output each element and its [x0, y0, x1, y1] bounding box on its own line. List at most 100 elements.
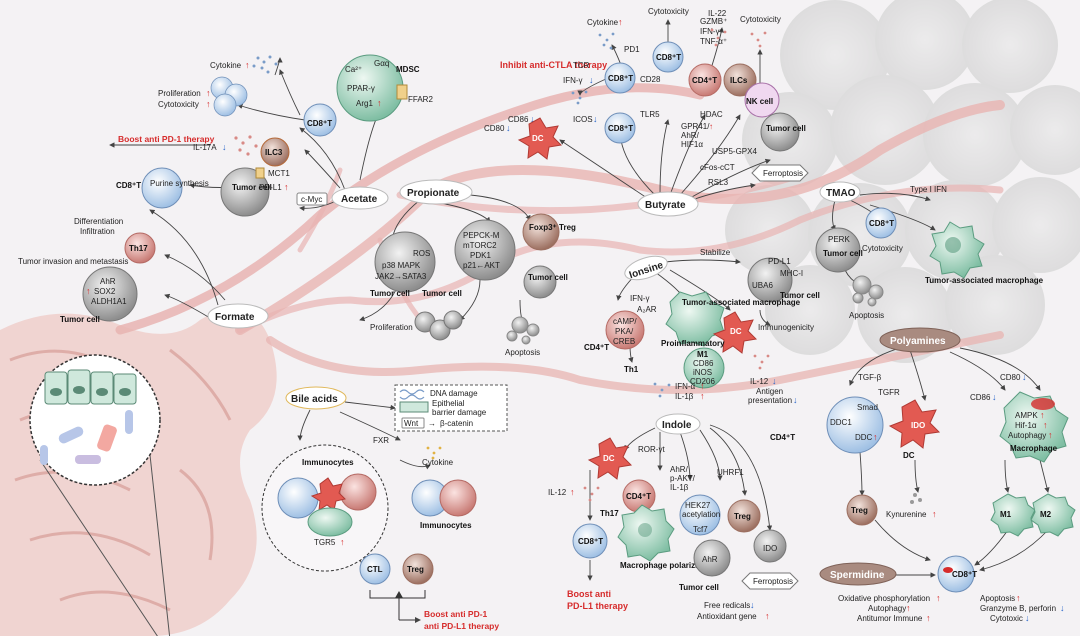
fxr-label: FXR: [373, 436, 389, 445]
indole-tumor-cell-icon: [693, 539, 731, 577]
pdk1-label: PDK1: [470, 251, 491, 260]
polyamines-hub[interactable]: Polyamines: [879, 327, 961, 353]
antigen-label: Antigen: [756, 387, 783, 396]
indole-treg-label: Treg: [734, 512, 751, 521]
acetate-hub[interactable]: Acetate: [331, 186, 389, 210]
indole-ferroptosis-label: Ferroptosis: [753, 577, 793, 586]
ahr-label: AhR: [100, 277, 116, 286]
svg-text:↓: ↓: [793, 395, 798, 405]
kynurenine-label: Kynurenine: [886, 510, 927, 519]
immunocyte-green-icon: [307, 507, 353, 537]
acetate-region: Cytokine ↑ Proliferation Cytotoxicity ↑ …: [109, 54, 433, 217]
propionate-apoptosis-label: Apoptosis: [505, 348, 540, 357]
cd28-label: CD28: [640, 75, 661, 84]
polyamines-autophagy2-label: Autophagy: [868, 604, 906, 613]
butyrate-tumor-cell-icon: [760, 112, 800, 152]
tmao-apoptosis-icon: [852, 275, 884, 307]
inosine-tam-label: Tumor-associated macrophage: [682, 298, 801, 307]
immunocytes2-label: Immunocytes: [420, 521, 472, 530]
ilcs-label: ILCs: [730, 76, 748, 85]
immunocyte-blue-icon: [277, 477, 319, 519]
indole-hub[interactable]: Indole: [655, 413, 701, 435]
svg-text:↑: ↑: [1043, 420, 1048, 430]
tmao-hub[interactable]: TMAO: [819, 181, 861, 203]
tcf7-label: Tcf7: [693, 525, 708, 534]
acetate-cytokine-label: Cytokine: [210, 61, 242, 70]
svg-text:↓: ↓: [222, 142, 227, 152]
ctl-label: CTL: [367, 565, 383, 574]
inosine-pdl1-label: PD-L1: [768, 257, 791, 266]
bile-treg-label: Treg: [407, 565, 424, 574]
ffar2-label: FFAR2: [408, 95, 433, 104]
tmao-tam-label: Tumor-associated macrophage: [925, 276, 1044, 285]
inosine-ifng-label: IFN-γ: [630, 294, 650, 303]
cytotoxic-label: Cytotoxic: [990, 614, 1023, 623]
formate-tumor-cell-icon: [82, 266, 138, 322]
th1-label: Th1: [624, 365, 639, 374]
boost-pd1-label: Boost anti PD-1 therapy: [118, 134, 215, 144]
pakt-label: p-AKT/: [670, 474, 696, 483]
inosine-cd4-cell-icon: [605, 310, 645, 350]
acetate-pdl1-label: PD-L1: [259, 183, 282, 192]
purine-label: Purine synthesis: [150, 179, 209, 188]
il1b-label: IL-1β: [675, 392, 694, 401]
tmao-cd8-cell-icon: [865, 207, 897, 239]
acetate-proliferation-label: Proliferation: [158, 89, 201, 98]
butyrate-cd8-bottom-icon: [604, 112, 636, 144]
bile-acids-hub[interactable]: Bile acids: [285, 386, 347, 410]
ferroptosis-badge: [751, 164, 809, 182]
il17a-dots-icon: [234, 135, 258, 156]
ctl-cell-icon: [359, 553, 391, 585]
immunocyte-dc-icon: [310, 477, 346, 511]
inosine-tumor-label: Tumor cell: [780, 291, 820, 300]
il22-label: IL-22: [708, 9, 727, 18]
nk-cell-icon: [744, 82, 780, 118]
propionate-hub[interactable]: Propionate: [399, 179, 473, 205]
butyrate-hub[interactable]: Butyrate: [637, 191, 699, 217]
svg-text:↓: ↓: [593, 114, 598, 124]
propionate-hub-label: Propionate: [407, 188, 460, 199]
nk-label: NK cell: [746, 97, 773, 106]
creb-label: CREB: [613, 337, 635, 346]
polyamines-m1-label: M1: [1000, 510, 1012, 519]
inosine-region: Stabilize PD-L1 MHC-I UBA6 Tumor cell Im…: [584, 248, 820, 405]
formate-hub[interactable]: Formate: [207, 303, 269, 329]
acetate-hub-label: Acetate: [341, 194, 378, 205]
svg-text:↓: ↓: [750, 600, 755, 610]
cd8-cell-icon: [303, 103, 337, 137]
presentation-label: presentation: [748, 396, 792, 405]
ppar-label: PPAR-γ: [347, 84, 375, 93]
ifn-label: IFN-γ: [563, 76, 583, 85]
ca-label: Ca²⁺: [345, 65, 362, 74]
inosine-hub[interactable]: Ionsine: [622, 252, 670, 285]
epithelial-label: Epithelial: [432, 399, 465, 408]
wnt-label: Wnt: [404, 419, 419, 428]
indole-il1b-label: IL-1β: [670, 483, 689, 492]
ferroptosis-label: Ferroptosis: [763, 169, 803, 178]
ros-label: ROS: [413, 249, 430, 258]
acetate-cd8-label: CD8⁺T: [307, 119, 332, 128]
mhc-label: MHC-I: [780, 269, 803, 278]
macrophage-label: Macrophage: [1010, 444, 1058, 453]
ddc1-label: DDC1: [830, 418, 852, 427]
butyrate-tumor-label: Tumor cell: [766, 124, 806, 133]
purine-cd8-label: CD8⁺T: [116, 181, 141, 190]
type1-ifn-label: Type I IFN: [910, 185, 947, 194]
svg-text:↑: ↑: [709, 122, 713, 131]
indole-ido-label: IDO: [763, 544, 777, 553]
cd80-label: CD80: [484, 124, 505, 133]
spermidine-hub[interactable]: Spermidine: [819, 562, 897, 586]
cd206-label: CD206: [690, 377, 715, 386]
gpr41-label: GPR41/: [681, 122, 710, 131]
indole-hub-label: Indole: [662, 420, 692, 431]
butyrate-cd4-label: CD4⁺T: [692, 76, 717, 85]
polyamines-cd86-label: CD86: [970, 393, 991, 402]
tlr5-label: TLR5: [640, 110, 660, 119]
inosine-tumor-cell-icon: [747, 257, 793, 303]
svg-text:↓: ↓: [530, 114, 535, 124]
icos-label: ICOS: [573, 115, 593, 124]
inosine-macrophage-icon: [665, 291, 725, 347]
formate-region: Differentiation Infiltration Th17 Tumor …: [18, 209, 226, 324]
oxidative-label: Oxidative phosphorylation: [838, 594, 930, 603]
